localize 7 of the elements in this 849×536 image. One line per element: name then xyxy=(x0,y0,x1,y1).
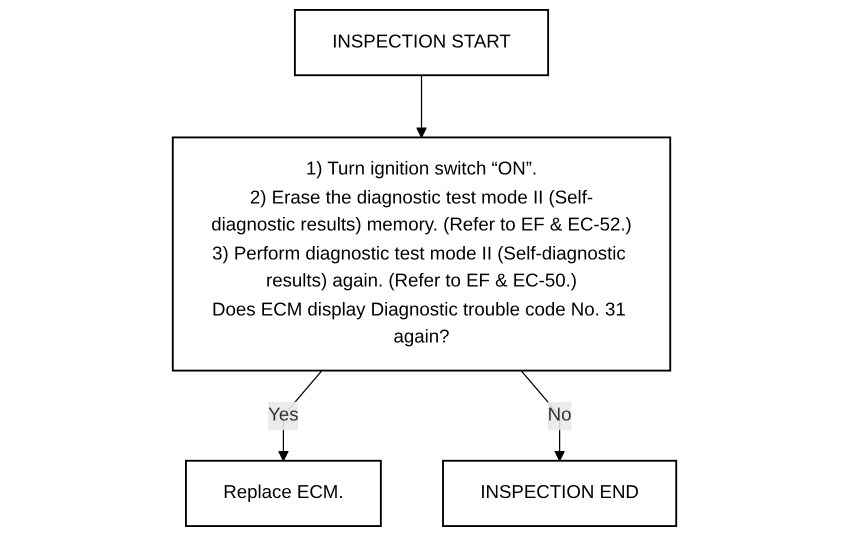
edge-label: Yes xyxy=(268,404,299,426)
node-box: Replace ECM. xyxy=(185,460,382,527)
node-box: INSPECTION END xyxy=(442,460,678,527)
edge-label: No xyxy=(548,404,572,426)
node-box: INSPECTION START xyxy=(294,9,550,76)
arrow xyxy=(416,75,427,138)
node-box: 1) Turn ignition switch “ON”. 2) Erase the diagnostic test mode II (Self-diagnostic results) memory. (Refer to EF & EC-52.) 3) Perform diagnostic test mode II (Self-diagnostic results) again. (Refer to EF & EC-50.) Does ECM display Diagnostic trouble code No. 31 again? xyxy=(172,136,672,372)
